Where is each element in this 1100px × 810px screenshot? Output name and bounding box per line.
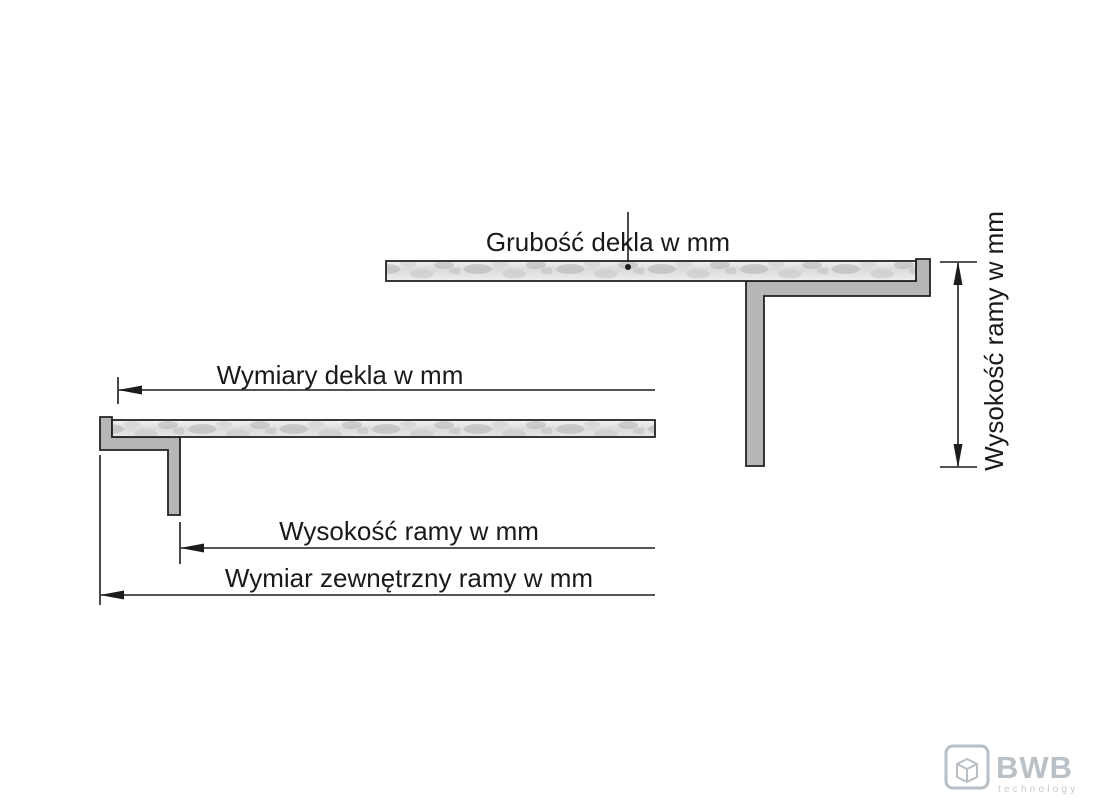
label-frame-height-right: Wysokość ramy w mm xyxy=(979,211,1009,471)
frame-profile-right xyxy=(745,258,931,467)
bottom-section-view: Wymiary dekla w mm Wysokość ramy w mm Wy… xyxy=(99,360,656,605)
arrowhead-left-cover xyxy=(118,385,142,395)
label-frame-outer-dimension: Wymiar zewnętrzny ramy w mm xyxy=(225,563,593,593)
label-cover-dimensions: Wymiary dekla w mm xyxy=(217,360,464,390)
logo-name: BWB xyxy=(996,750,1073,785)
dimension-frame-height-right: Wysokość ramy w mm xyxy=(940,211,1009,471)
cube-icon xyxy=(956,758,978,783)
arrowhead-left-frame-height xyxy=(180,543,204,553)
label-frame-height-bottom: Wysokość ramy w mm xyxy=(279,516,539,546)
bwb-logo: BWB technology xyxy=(944,744,1078,795)
leader-dot xyxy=(625,264,631,270)
logo-subtitle: technology xyxy=(998,784,1078,795)
label-cover-thickness: Grubość dekla w mm xyxy=(486,227,730,257)
cover-plate-right xyxy=(385,260,917,282)
dimension-frame-height-bottom: Wysokość ramy w mm xyxy=(179,516,655,564)
arrowhead-up xyxy=(953,261,963,285)
dimension-cover-width: Wymiary dekla w mm xyxy=(117,360,655,404)
top-section-view: Grubość dekla w mm Wysokość ramy w mm xyxy=(385,211,1009,471)
arrowhead-left-frame-outer xyxy=(100,590,124,600)
dimension-frame-outer: Wymiar zewnętrzny ramy w mm xyxy=(99,455,655,605)
cover-plate-left xyxy=(111,419,656,438)
arrowhead-down xyxy=(953,444,963,468)
